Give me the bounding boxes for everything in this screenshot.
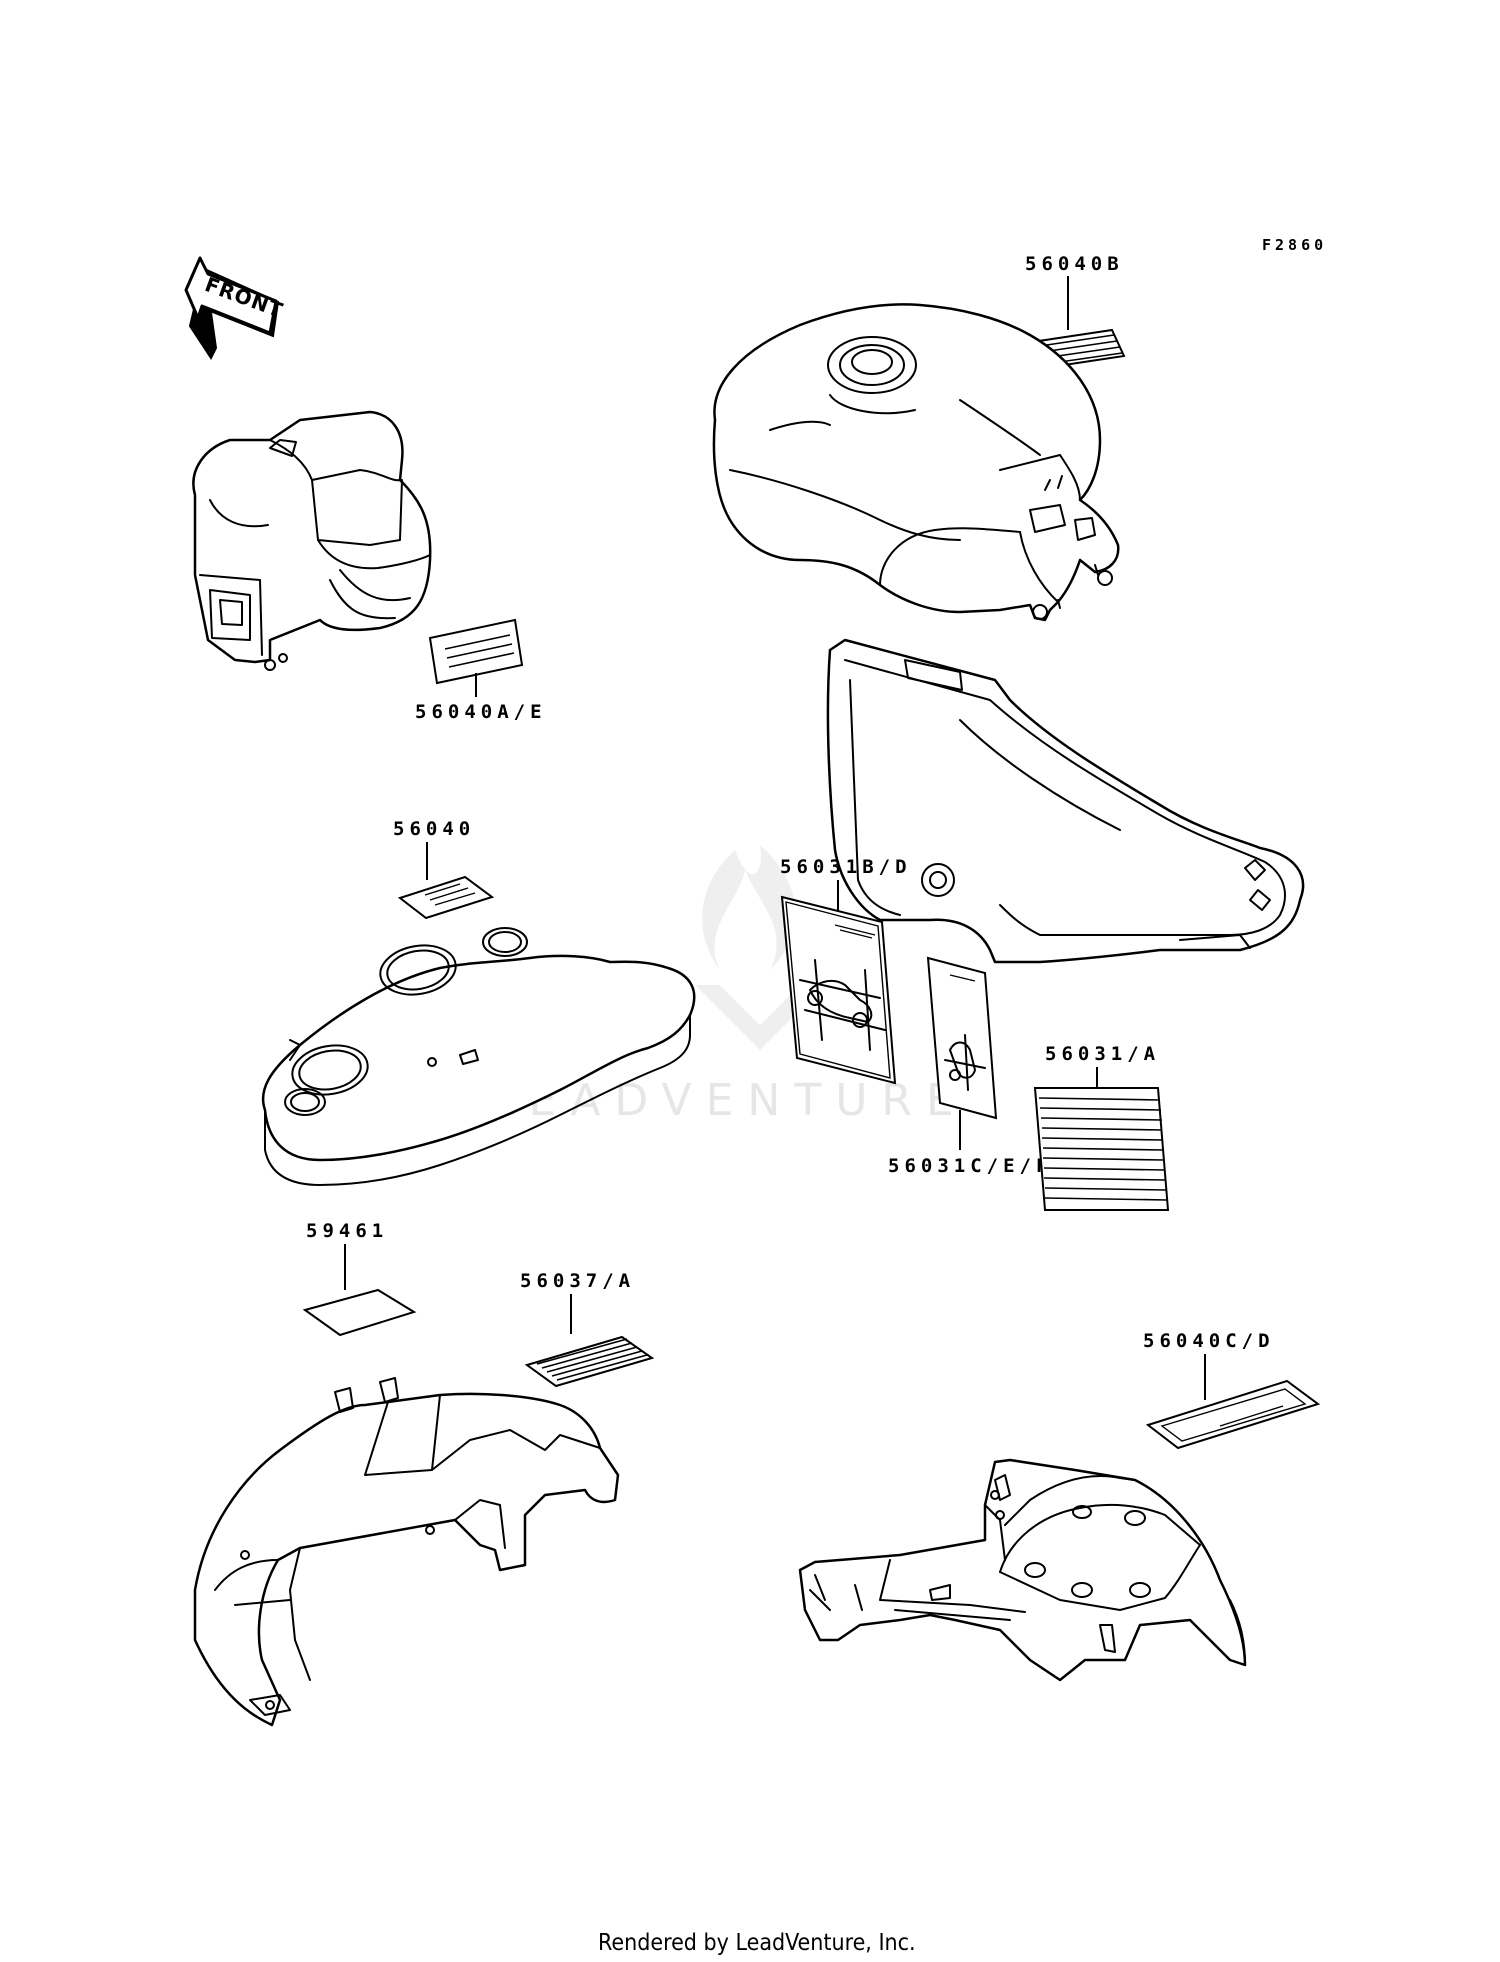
rear-cowl-part <box>798 1458 1247 1682</box>
callout-56040ae: 56040A/E <box>415 701 547 723</box>
label-56031a-stripes <box>1038 1097 1168 1201</box>
meter-panel-part <box>261 927 696 1186</box>
callout-59461: 59461 <box>306 1220 388 1242</box>
label-56031cef-decal <box>926 956 998 1120</box>
footer-credit: Rendered by LeadVenture, Inc. <box>598 1930 916 1956</box>
callout-56040: 56040 <box>393 818 475 840</box>
callout-56031bd: 56031B/D <box>780 856 912 878</box>
upper-cowl-part <box>192 410 432 671</box>
callout-56031a: 56031/A <box>1045 1043 1160 1065</box>
label-56037a-decal <box>524 1335 655 1388</box>
side-cover-part <box>826 638 1305 964</box>
callout-56037a: 56037/A <box>520 1270 635 1292</box>
figure-code: F2860 <box>1262 236 1327 254</box>
label-59461-decal <box>302 1288 417 1337</box>
callout-56040b: 56040B <box>1025 253 1124 275</box>
callout-56031cef: 56031C/E/F <box>888 1155 1052 1177</box>
label-56031a-decal <box>1033 1087 1170 1211</box>
callout-56040cd: 56040C/D <box>1143 1330 1275 1352</box>
label-56031bd-decal <box>780 895 897 1085</box>
front-arrow-icon: FRONT <box>184 256 287 361</box>
label-56040ae-decal <box>428 618 524 697</box>
label-56040cd-decal <box>1145 1379 1321 1450</box>
label-56040-decal <box>397 875 495 920</box>
fuel-tank-part <box>712 303 1120 622</box>
rear-fender-part <box>193 1377 620 1727</box>
